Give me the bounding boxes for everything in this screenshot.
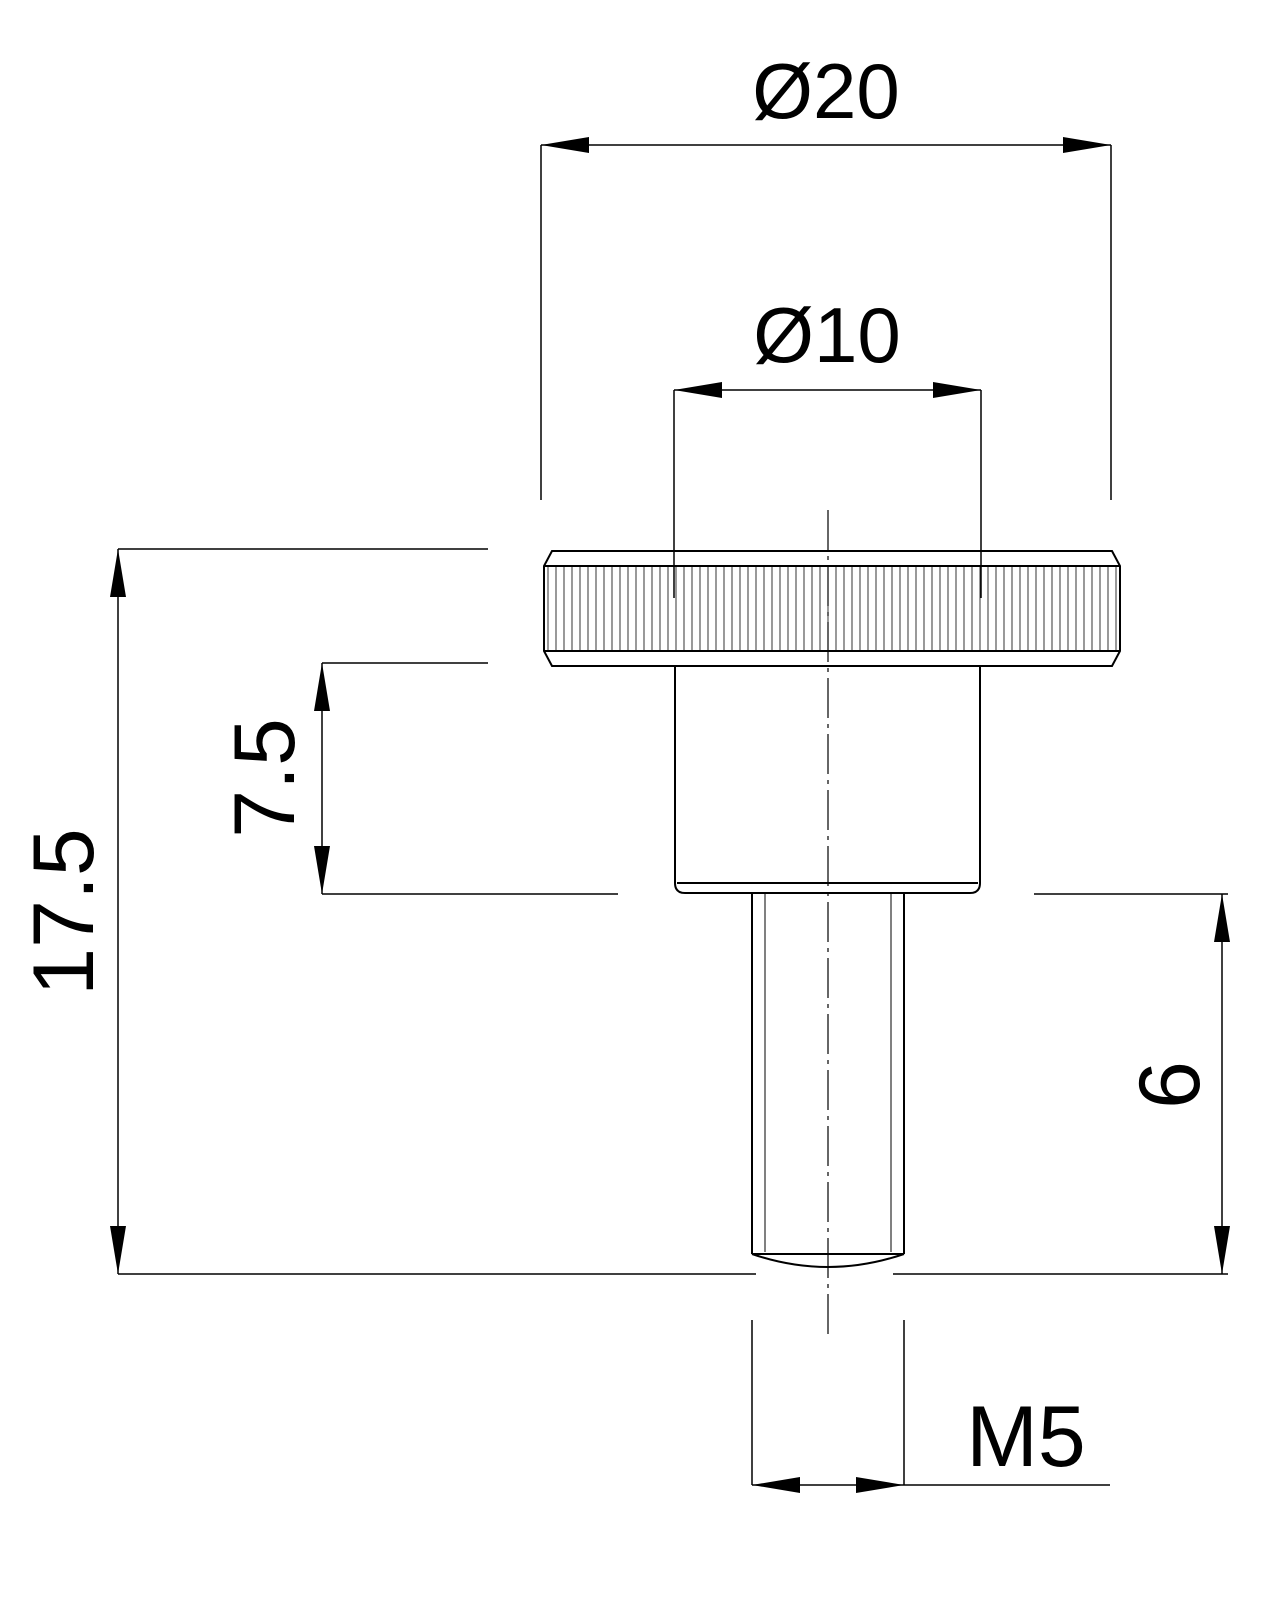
knurling-pattern [547, 566, 1117, 651]
shoulder-height-label: 7.5 [217, 718, 313, 838]
dimension-thread-length [1034, 893, 1230, 1274]
thread-shank-outline [751, 893, 905, 1254]
dimension-overall-height [110, 548, 1228, 1275]
thread-size-label: M5 [966, 1389, 1085, 1485]
outer-diameter-label: Ø20 [752, 47, 899, 135]
part-outline [543, 550, 1121, 1268]
thread-length-label: 6 [1122, 1061, 1218, 1109]
overall-height-label: 17.5 [16, 828, 112, 995]
dimension-shoulder-diameter [673, 382, 982, 598]
dimension-outer-diameter [540, 137, 1112, 500]
shoulder-diameter-label: Ø10 [753, 291, 900, 379]
dimension-shoulder-height [314, 662, 618, 895]
knurled-head-outline [543, 550, 1121, 667]
dimension-thread-size [751, 1320, 1110, 1493]
